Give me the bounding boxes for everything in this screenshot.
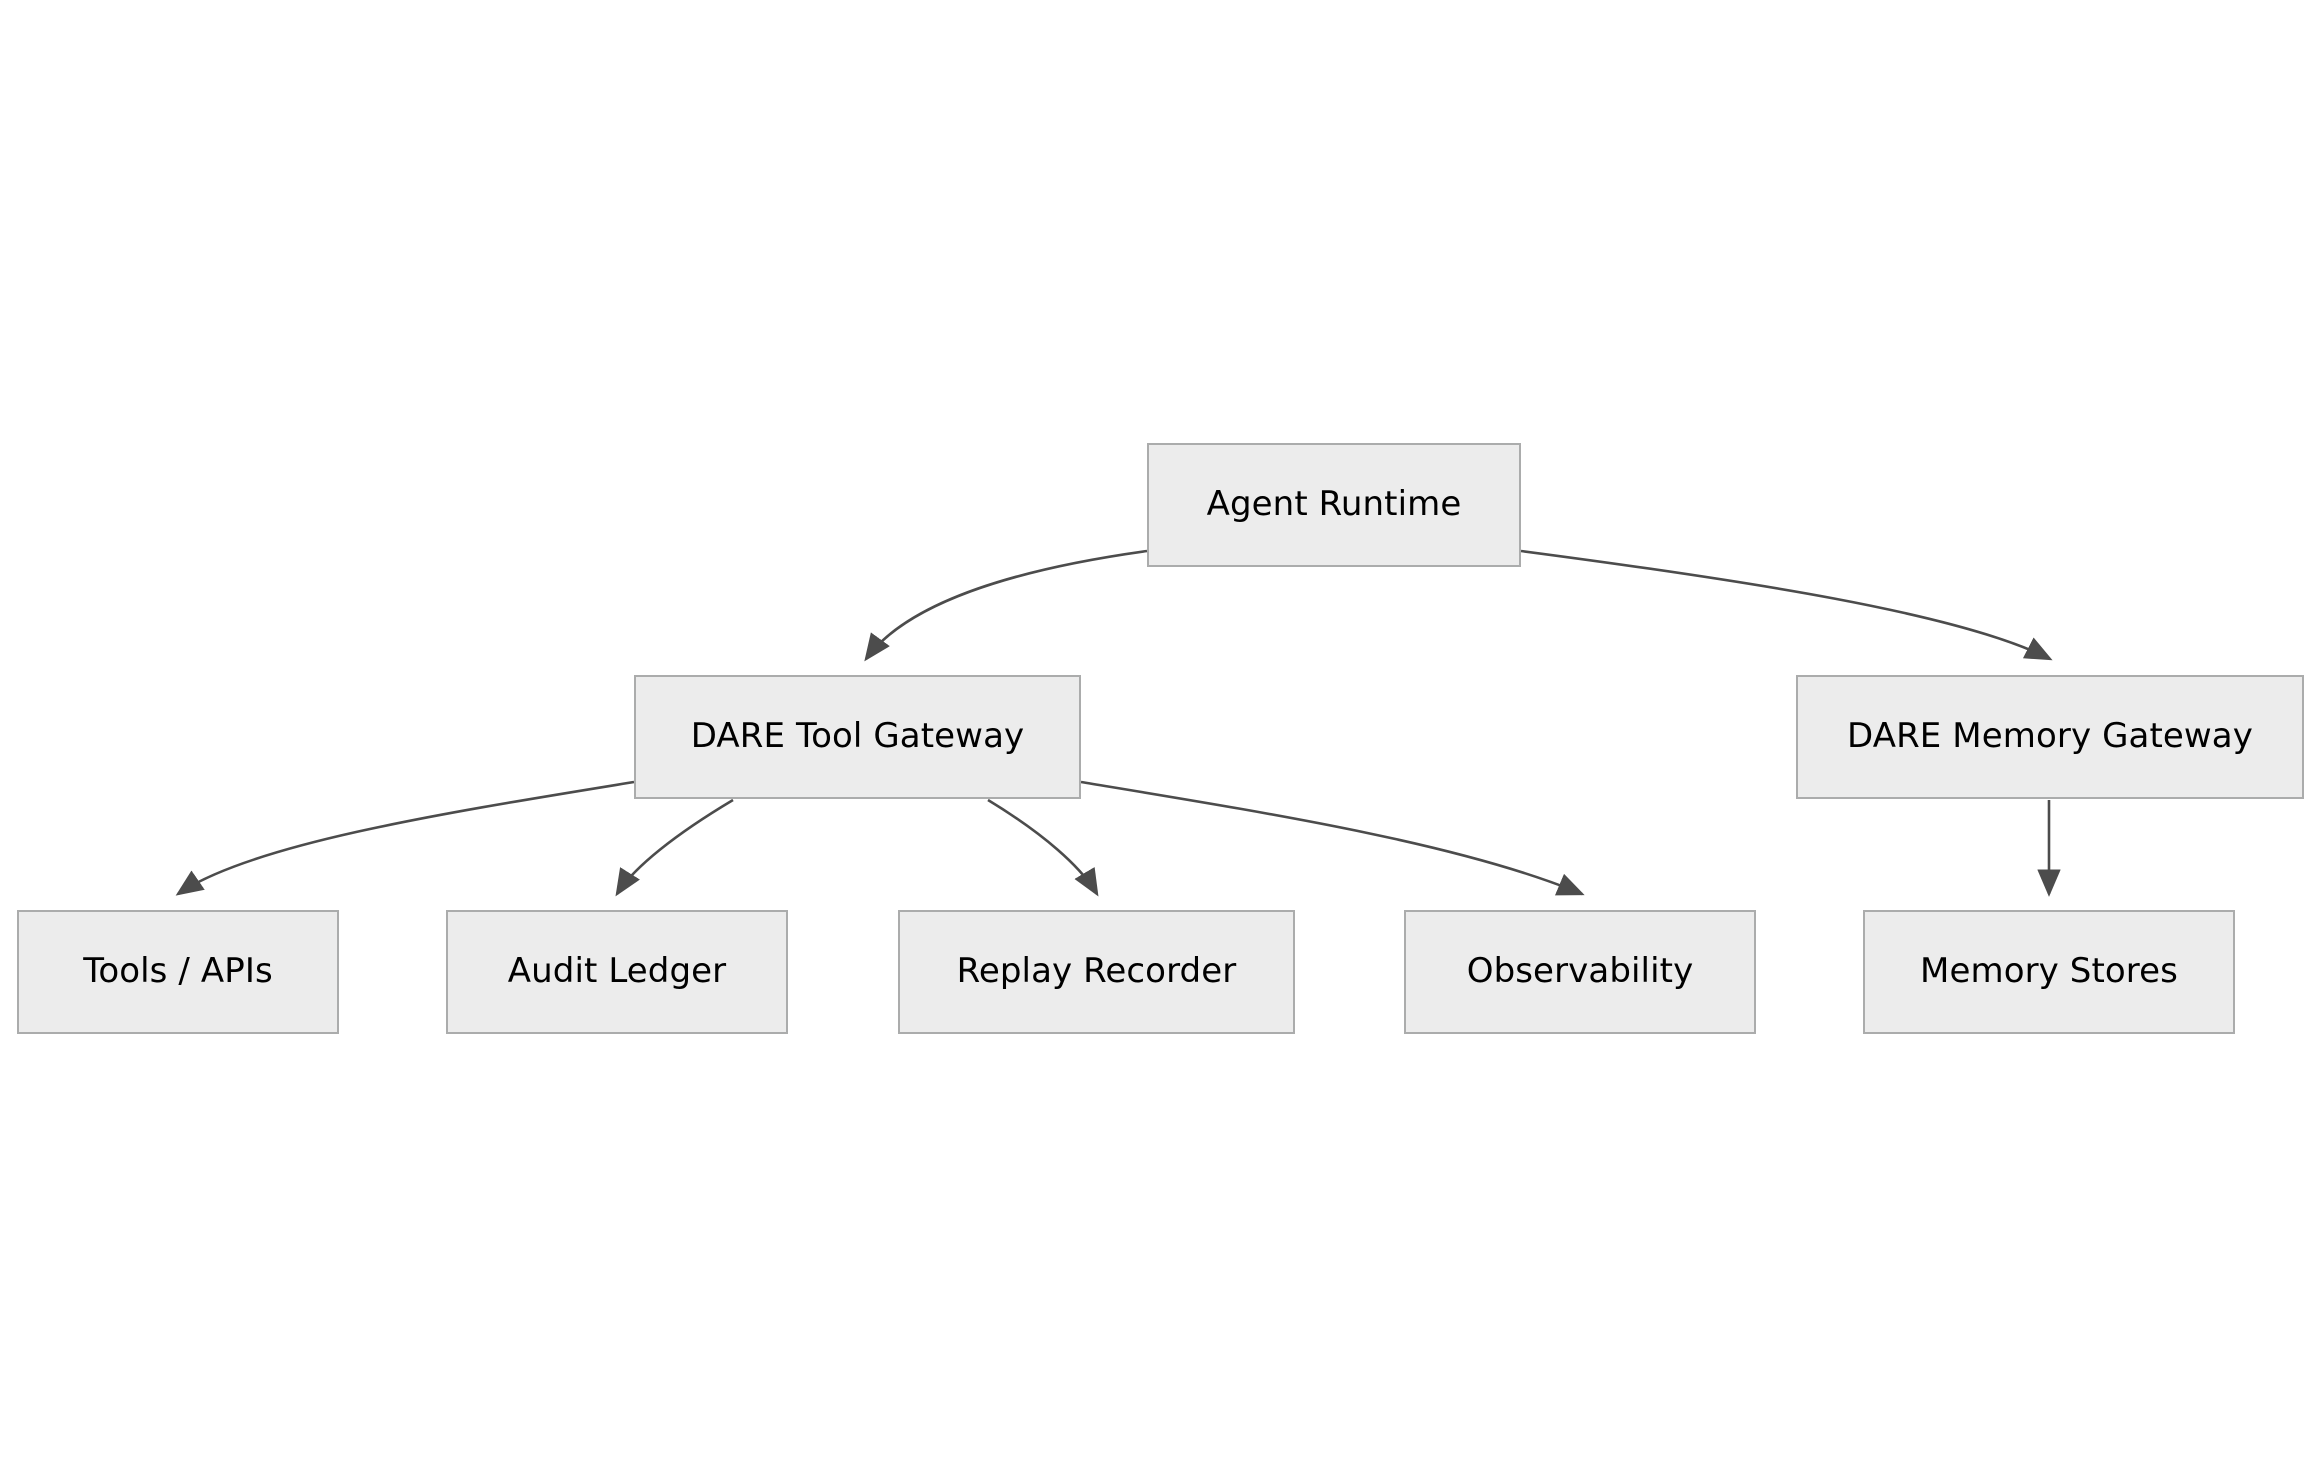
node-label-dare-memory-gateway: DARE Memory Gateway xyxy=(1847,716,2253,757)
node-label-dare-tool-gateway: DARE Tool Gateway xyxy=(690,716,1025,757)
node-label-tools-apis: Tools / APIs xyxy=(83,951,273,992)
edge-toolgw-to-observability xyxy=(1080,780,1585,896)
node-agent-runtime[interactable]: Agent Runtime xyxy=(1147,443,1521,567)
node-tools-apis[interactable]: Tools / APIs xyxy=(17,910,339,1034)
node-replay-recorder[interactable]: Replay Recorder xyxy=(898,910,1295,1034)
node-label-agent-runtime: Agent Runtime xyxy=(1206,484,1462,525)
edge-agent-to-memory-gateway xyxy=(1520,549,2053,661)
node-label-audit-ledger: Audit Ledger xyxy=(507,951,727,992)
node-dare-memory-gateway[interactable]: DARE Memory Gateway xyxy=(1796,675,2304,799)
node-label-replay-recorder: Replay Recorder xyxy=(956,951,1237,992)
node-label-observability: Observability xyxy=(1466,951,1694,992)
edge-toolgw-to-audit xyxy=(615,798,734,897)
edge-agent-to-tool-gateway xyxy=(864,549,1148,662)
node-dare-tool-gateway[interactable]: DARE Tool Gateway xyxy=(634,675,1081,799)
node-observability[interactable]: Observability xyxy=(1404,910,1756,1034)
node-label-memory-stores: Memory Stores xyxy=(1920,951,2178,992)
node-memory-stores[interactable]: Memory Stores xyxy=(1863,910,2235,1034)
edge-toolgw-to-tools xyxy=(175,780,635,896)
edge-toolgw-to-replay xyxy=(987,798,1099,897)
node-audit-ledger[interactable]: Audit Ledger xyxy=(446,910,788,1034)
